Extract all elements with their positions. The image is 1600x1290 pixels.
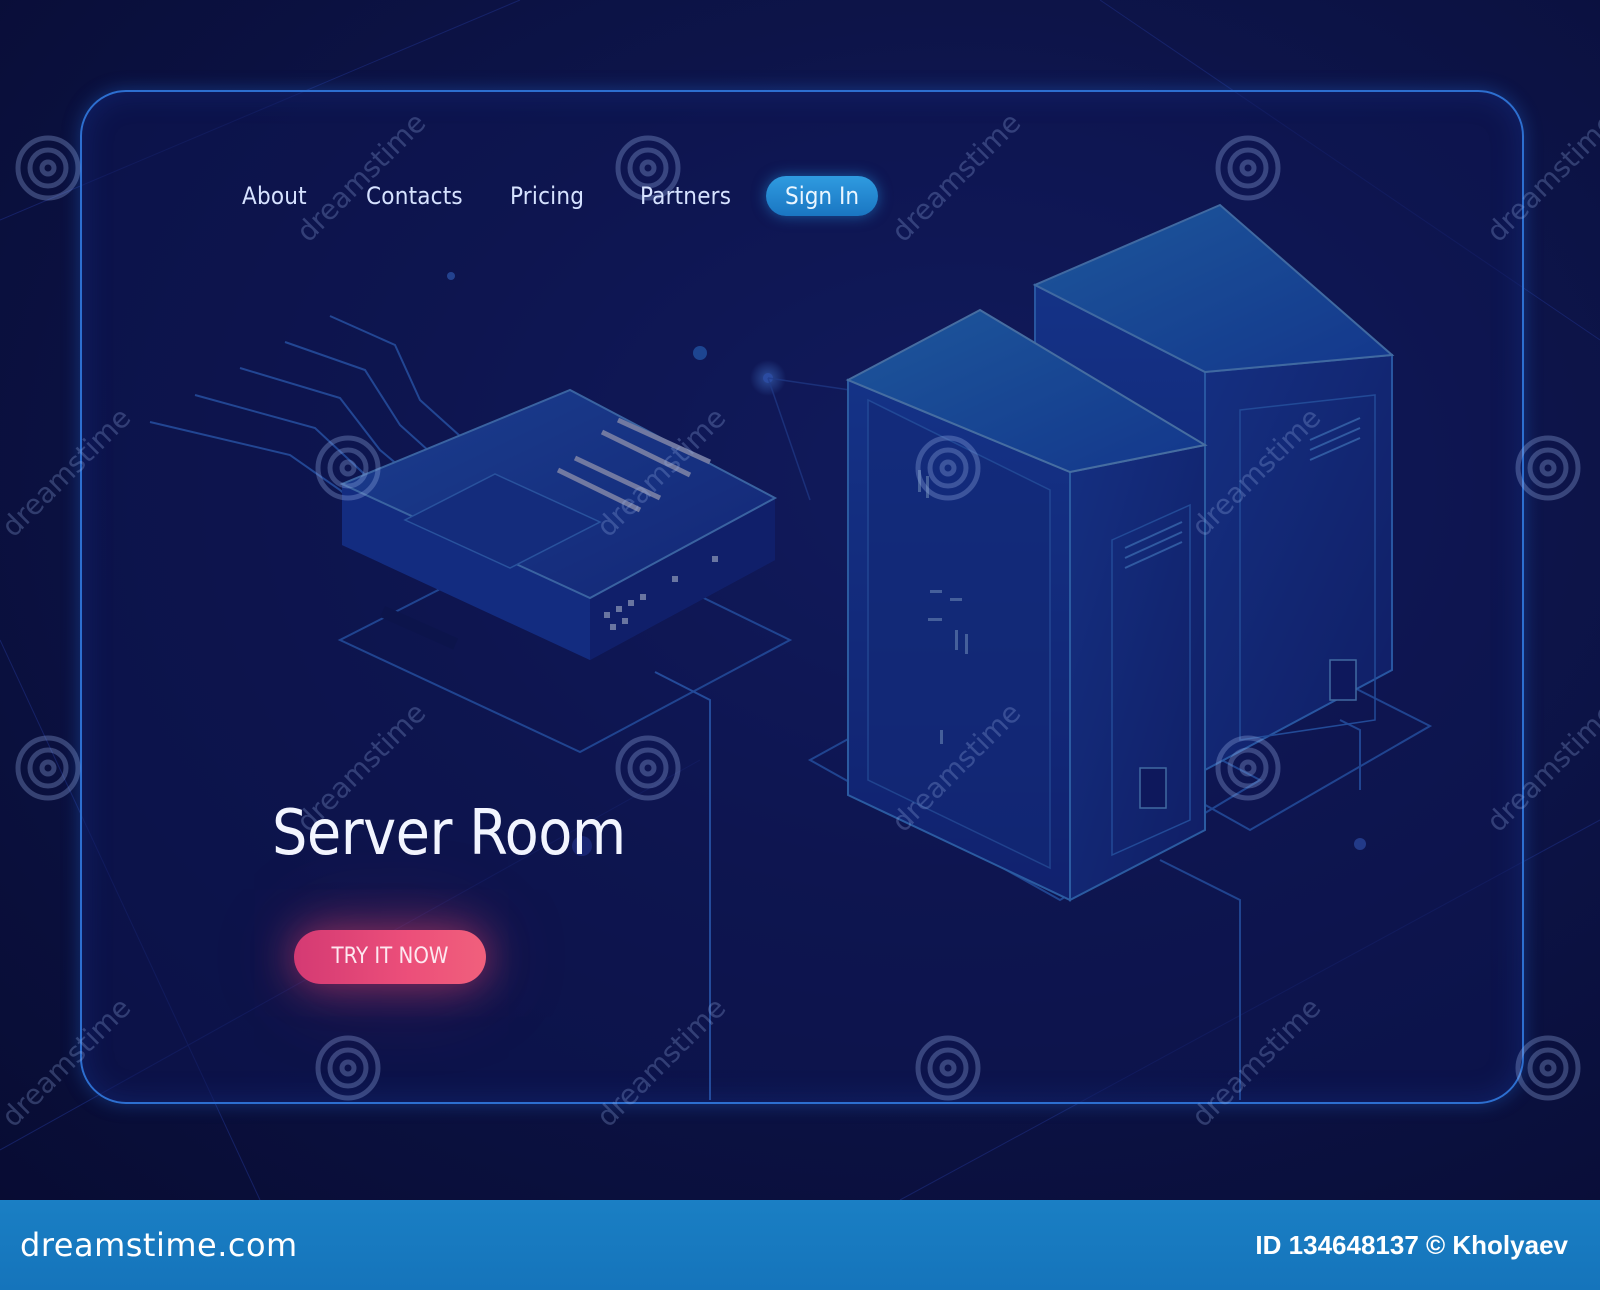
nav-link-partners[interactable]: Partners (640, 182, 732, 210)
page-title: Server Room (272, 796, 626, 869)
nav-link-pricing[interactable]: Pricing (510, 182, 585, 210)
hero-scene: dreamstime dreamstime dreamstime dreamst… (0, 0, 1600, 1200)
nav-link-about[interactable]: About (242, 182, 307, 210)
sign-in-button[interactable]: Sign In (766, 176, 878, 216)
nav-link-contacts[interactable]: Contacts (366, 182, 463, 210)
footer-credit: ID 134648137 © Kholyaev (1255, 1230, 1568, 1260)
landing-frame (80, 90, 1524, 1104)
stock-footer-bar: dreamstime.com ID 134648137 © Kholyaev (0, 1200, 1600, 1290)
footer-brand: dreamstime.com (20, 1226, 298, 1264)
try-it-now-button[interactable]: TRY IT NOW (294, 930, 486, 984)
top-nav: About Contacts Pricing Partners Sign In (0, 176, 1600, 216)
